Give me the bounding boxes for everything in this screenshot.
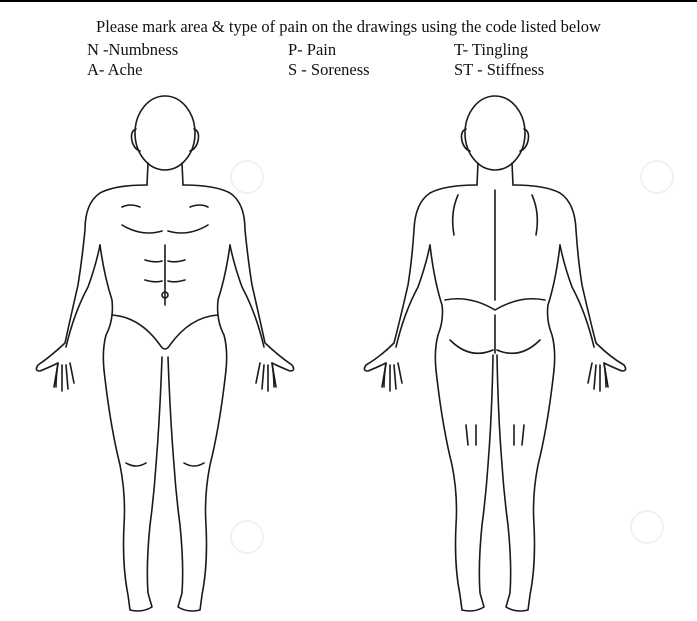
pain-code-legend: N -Numbness P- Pain T- Tingling A- Ache … xyxy=(0,40,697,82)
watermark-mark xyxy=(640,160,674,194)
legend-tingling: T- Tingling xyxy=(454,40,528,60)
legend-ache: A- Ache xyxy=(87,60,142,80)
human-body-back-icon xyxy=(350,95,640,615)
legend-soreness: S - Soreness xyxy=(288,60,370,80)
legend-numbness: N -Numbness xyxy=(87,40,178,60)
top-divider xyxy=(0,0,697,2)
back-body-figure[interactable] xyxy=(350,95,640,615)
instructions-text: Please mark area & type of pain on the d… xyxy=(0,17,697,37)
legend-pain: P- Pain xyxy=(288,40,336,60)
human-body-front-icon xyxy=(30,95,300,615)
front-body-figure[interactable] xyxy=(30,95,300,615)
legend-stiffness: ST - Stiffness xyxy=(454,60,544,80)
